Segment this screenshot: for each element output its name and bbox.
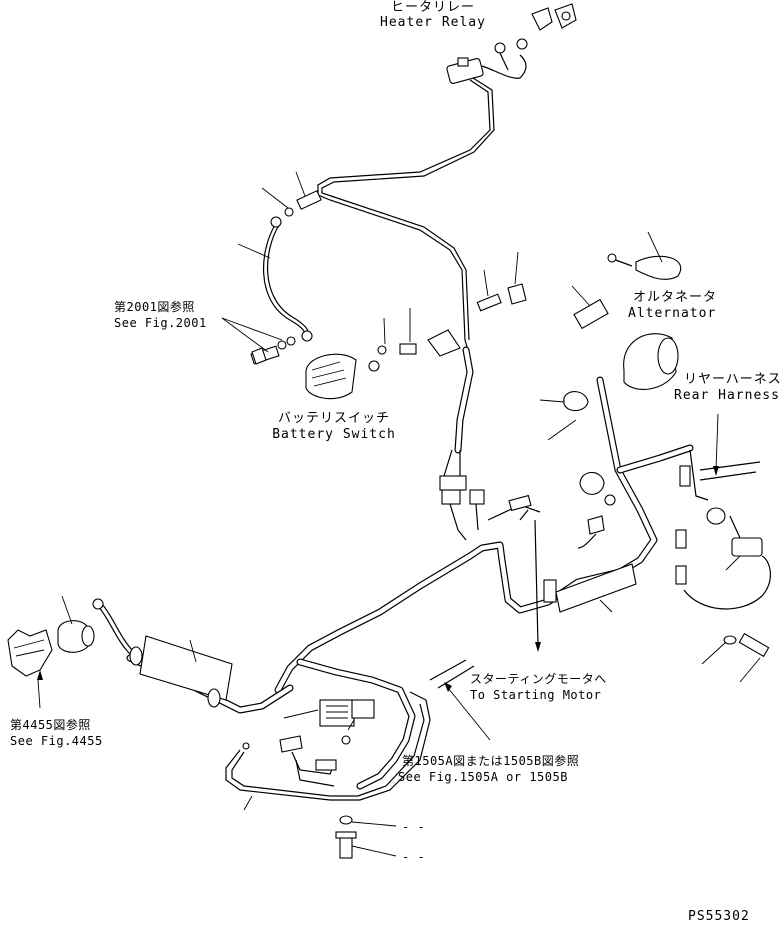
bottom-bolt — [335, 815, 397, 859]
drawing-code: PS55302 — [688, 909, 750, 924]
label-alternator-en: Alternator — [628, 306, 717, 321]
label-alternator-jp: オルタネータ — [633, 290, 718, 305]
bolt-center — [476, 251, 527, 312]
label-dash-lower: - - — [402, 850, 426, 864]
heater-relay-terminals — [531, 3, 577, 31]
label-fig2001-en: See Fig.2001 — [114, 316, 207, 330]
left-harness-section — [92, 598, 294, 714]
bolt-set-2001 — [221, 317, 296, 365]
heater-relay-part — [446, 38, 528, 84]
label-fig1505-jp: 第1505A図または1505B図参照 — [402, 754, 580, 768]
label-heater-relay-en: Heater Relay — [380, 15, 486, 30]
main-harness — [274, 346, 694, 790]
label-rear-harness-jp: リヤーハーネス — [684, 372, 780, 387]
label-starting-motor-en: To Starting Motor — [470, 688, 602, 702]
label-fig4455-en: See Fig.4455 — [10, 734, 103, 748]
battery-switch-part — [305, 308, 461, 400]
label-dash-upper: - - — [402, 820, 426, 834]
right-bolt — [701, 632, 770, 683]
connector-clusters — [439, 391, 616, 549]
sensor-part-left — [7, 595, 95, 709]
starting-motor-cables — [429, 509, 637, 741]
alternator-part — [571, 231, 682, 390]
label-fig2001-jp: 第2001図参照 — [114, 300, 195, 314]
label-starting-motor-jp: スターティングモータへ — [470, 672, 607, 686]
heater-relay-cable — [317, 77, 495, 351]
rear-harness-branch — [675, 413, 771, 610]
label-battery-switch-jp: バッテリスイッチ — [277, 411, 390, 426]
label-heater-relay-jp: ヒータリレー — [390, 0, 475, 15]
label-rear-harness-en: Rear Harness — [674, 388, 780, 403]
label-fig1505-en: See Fig.1505A or 1505B — [398, 770, 568, 784]
relay-block-area — [225, 691, 431, 811]
label-battery-switch-en: Battery Switch — [272, 427, 396, 442]
ground-cable-left — [237, 171, 322, 342]
label-fig4455-jp: 第4455図参照 — [10, 718, 91, 732]
